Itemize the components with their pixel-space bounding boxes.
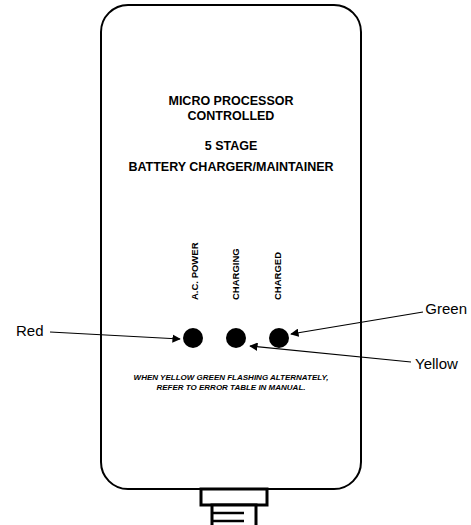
led-label: A.C. POWER: [190, 242, 201, 300]
led-label: CHARGING: [231, 248, 242, 300]
callout-label: Green: [425, 300, 467, 317]
led-label: CHARGED: [273, 252, 284, 300]
led-yellow: [226, 328, 246, 348]
callout-label: Yellow: [415, 355, 458, 372]
leader-line: [250, 346, 411, 362]
charger-housing: MICRO PROCESSOR CONTROLLED 5 STAGE BATTERY…: [100, 4, 362, 490]
charger-heading: MICRO PROCESSOR CONTROLLED: [151, 94, 311, 124]
callout-label: Red: [16, 322, 44, 339]
leader-line: [291, 312, 423, 334]
error-note: WHEN YELLOW GREEN FLASHING ALTERNATELY, …: [121, 373, 341, 392]
stage-text: 5 STAGE: [111, 139, 351, 154]
led-green: [269, 328, 289, 348]
leader-line: [50, 332, 180, 339]
cord-plug: [201, 489, 267, 525]
led-red: [183, 328, 203, 348]
product-name: BATTERY CHARGER/MAINTAINER: [106, 160, 356, 175]
